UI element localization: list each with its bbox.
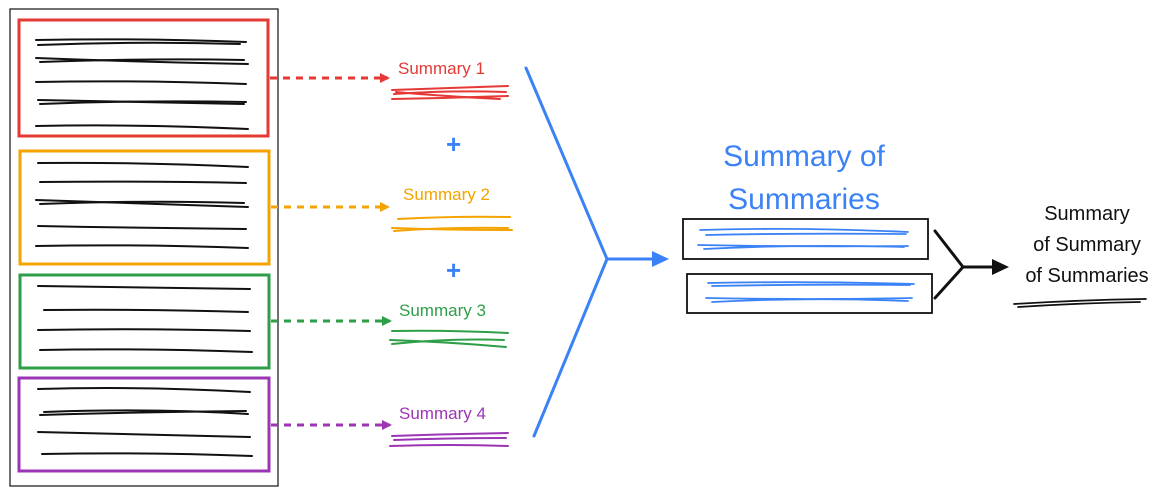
plus-sign-1: + [446, 129, 461, 159]
intermediate-summary-box-2 [686, 273, 933, 314]
final-connector [933, 229, 1009, 300]
summary-2-scribble [391, 215, 513, 232]
summary-4-scribble [389, 432, 509, 447]
summary-2-label: Summary 2 [403, 185, 490, 204]
summary-4-label: Summary 4 [399, 404, 486, 423]
document-chunk-1 [17, 18, 270, 138]
merge-connector [524, 66, 669, 438]
summary-of-summaries-title-line-2: Summaries [728, 183, 880, 216]
summary-1-label: Summary 1 [398, 59, 485, 78]
summary-3-scribble [389, 329, 509, 348]
intermediate-summary-box-1 [682, 218, 929, 260]
plus-sign-2: + [446, 255, 461, 285]
final-summary-line-3: of Summaries [1025, 265, 1148, 287]
document-chunk-2 [18, 149, 271, 266]
final-summary-line-2: of Summary [1033, 234, 1141, 256]
document-chunk-4 [17, 376, 271, 473]
summary-3-label: Summary 3 [399, 301, 486, 320]
document-frame [9, 8, 279, 487]
final-summary-scribble [1013, 298, 1147, 308]
summary-of-summaries-title-line-1: Summary of [723, 140, 885, 173]
final-summary-line-1: Summary [1044, 203, 1130, 225]
document-chunk-3 [18, 273, 271, 370]
summary-1-scribble [391, 85, 509, 100]
